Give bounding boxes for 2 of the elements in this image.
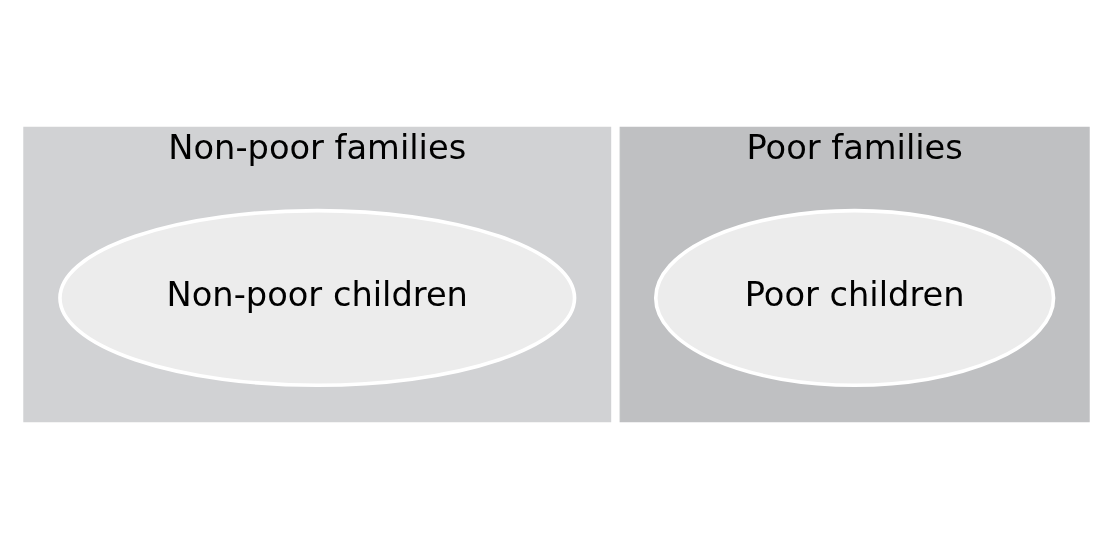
node-ellipse: Non-poor children [58,208,577,388]
node-ellipse: Poor children [653,208,1056,388]
